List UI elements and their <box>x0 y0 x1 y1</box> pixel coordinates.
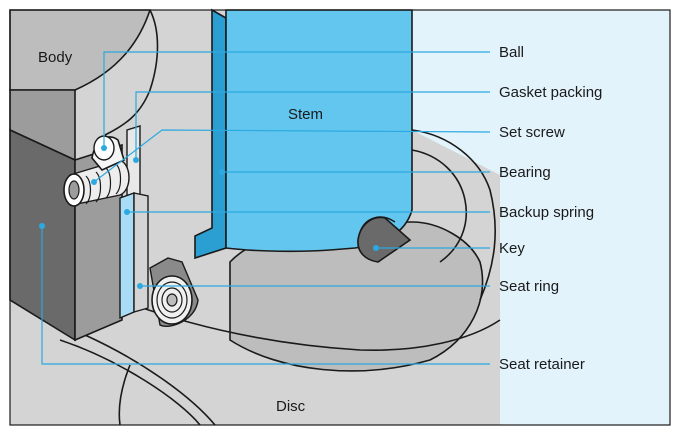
callout-gasket-packing: Gasket packing <box>499 84 602 101</box>
callout-backup-spring: Backup spring <box>499 204 594 221</box>
callout-ball: Ball <box>499 44 524 61</box>
dot-key <box>373 245 379 251</box>
callout-bearing: Bearing <box>499 164 551 181</box>
body-right-curve <box>104 9 159 136</box>
disc-hub-outline <box>411 129 496 301</box>
dot-seat-retainer <box>39 223 45 229</box>
dot-gasket-packing <box>133 157 139 163</box>
callout-set-screw: Set screw <box>499 124 565 141</box>
label-stem: Stem <box>288 106 323 123</box>
disc-front-curve <box>59 339 201 426</box>
leader-lines <box>41 51 491 365</box>
diagram-frame <box>9 9 671 426</box>
ball-part <box>91 135 125 171</box>
label-disc: Disc <box>276 398 306 415</box>
leader-seat-retainer <box>41 226 490 365</box>
leader-dots <box>39 145 379 289</box>
seat-ring-strip <box>133 192 149 313</box>
label-body: Body <box>38 49 73 66</box>
dot-set-screw <box>91 179 97 185</box>
dot-bearing <box>219 169 225 175</box>
leader-gasket-packing <box>135 91 490 160</box>
disc-lower-curve <box>119 299 501 352</box>
set-screw-part <box>63 159 130 207</box>
dot-ball <box>101 145 107 151</box>
dot-backup-spring <box>124 209 130 215</box>
callout-seat-ring: Seat ring <box>499 278 559 295</box>
callout-seat-retainer: Seat retainer <box>499 356 585 373</box>
leader-set-screw <box>93 129 491 183</box>
callout-key: Key <box>499 240 525 257</box>
disc-edge-curve <box>118 364 131 426</box>
disc-hub-ring <box>411 149 467 263</box>
key-slot <box>359 216 396 233</box>
leader-ball <box>103 51 490 148</box>
dot-seat-ring <box>137 283 143 289</box>
gasket-packing-strip <box>126 125 141 202</box>
disc-front-curve-2 <box>84 334 216 426</box>
lower-screw-part <box>149 257 199 327</box>
